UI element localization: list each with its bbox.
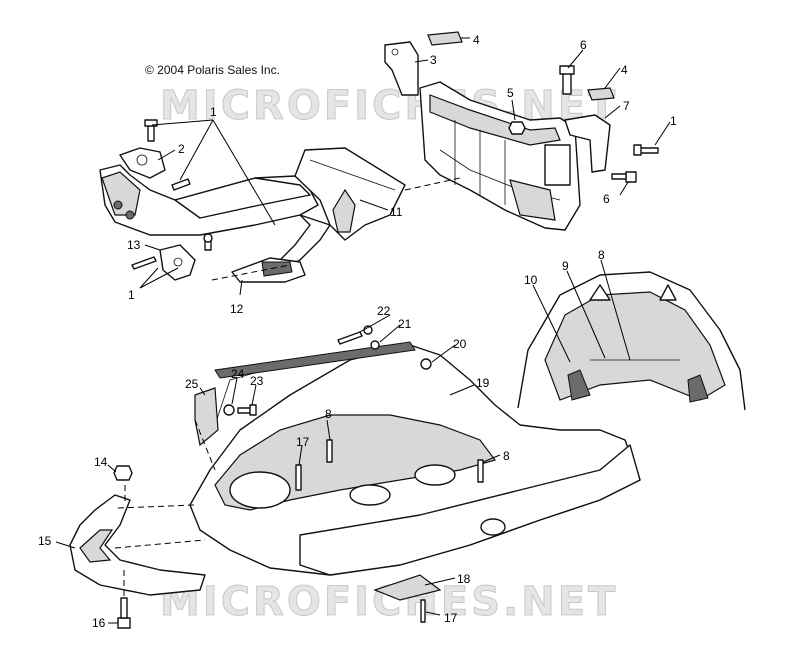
callout-14: 14	[94, 455, 108, 469]
callout-10: 10	[524, 273, 538, 287]
rivet-part-22	[337, 331, 363, 345]
callout-1-right: 1	[670, 114, 677, 128]
callout-3: 3	[430, 53, 437, 67]
nose-pan-inset	[517, 271, 746, 411]
rear-bulkhead-assembly	[419, 81, 581, 231]
bracket-part-13	[159, 244, 196, 281]
bracket-hole	[173, 257, 183, 267]
bolt-group-item-1	[131, 119, 659, 270]
grommet-part-20	[420, 358, 432, 370]
callout-8-inset: 8	[598, 248, 605, 262]
callout-8: 8	[325, 407, 332, 421]
callout-11: 11	[390, 205, 403, 219]
callout-12: 12	[230, 302, 244, 316]
bolt-part-6-top	[562, 71, 572, 95]
callout-17-lower: 17	[444, 611, 458, 625]
callout-6-lower: 6	[603, 192, 610, 206]
callout-4: 4	[473, 33, 480, 47]
bolt-part-8-left	[326, 439, 333, 463]
callout-24: 24	[231, 367, 245, 381]
callout-23: 23	[250, 374, 264, 388]
callout-13: 13	[127, 238, 141, 252]
front-frame-assembly	[99, 147, 406, 271]
callout-2: 2	[178, 142, 185, 156]
callout-7: 7	[623, 99, 630, 113]
callout-1-lower: 1	[128, 288, 135, 302]
callout-18: 18	[457, 572, 471, 586]
callout-16: 16	[92, 616, 106, 630]
callout-25: 25	[185, 377, 199, 391]
callout-19: 19	[476, 376, 490, 390]
bracket-hole	[136, 154, 148, 166]
bolt-head	[559, 65, 575, 75]
washer-part-24	[223, 404, 235, 416]
callout-9: 9	[562, 259, 569, 273]
callout-22: 22	[377, 304, 391, 318]
decal-part-25	[194, 387, 219, 447]
bolt-shank	[611, 173, 627, 180]
nut-part-5	[508, 121, 526, 135]
callout-17: 17	[296, 435, 310, 449]
callout-1: 1	[210, 105, 217, 119]
washer-part-21	[370, 340, 380, 350]
bumper-part-15	[69, 494, 206, 596]
bolt-part-16	[117, 617, 131, 629]
bracket-part-7	[564, 114, 611, 173]
decal-part-4-top	[427, 31, 463, 46]
bolt-shank	[120, 597, 128, 619]
bumper-inner	[79, 529, 114, 563]
bracket-part-2	[119, 147, 166, 179]
alignment-lines	[114, 177, 461, 598]
bracket-part-12-shade	[261, 261, 293, 277]
bolt-part-17-lower	[420, 599, 426, 623]
bracket-hole	[391, 48, 399, 56]
nut-part-14	[113, 465, 133, 481]
callout-15: 15	[38, 534, 52, 548]
skid-plate-part-18	[373, 574, 442, 601]
bolt-part-6-bottom	[625, 171, 637, 183]
leader-lines	[55, 37, 671, 624]
bolt-part-17-upper	[295, 464, 302, 491]
callout-20: 20	[453, 337, 467, 351]
callout-labels: 1 2 3 4 5 6 7 8 9 10 11 12 13 14 15 16 1…	[38, 33, 677, 630]
bracket-part-3	[384, 41, 419, 96]
callout-5: 5	[507, 86, 514, 100]
bolt-part-8-right	[477, 459, 484, 483]
bolt-head	[249, 404, 257, 416]
decal-part-4-right	[587, 87, 615, 101]
belly-pan-assembly	[189, 341, 641, 576]
callout-21: 21	[398, 317, 412, 331]
callout-8-right: 8	[503, 449, 510, 463]
copyright-notice: © 2004 Polaris Sales Inc.	[145, 63, 280, 77]
callout-6: 6	[580, 38, 587, 52]
callout-4-right: 4	[621, 63, 628, 77]
